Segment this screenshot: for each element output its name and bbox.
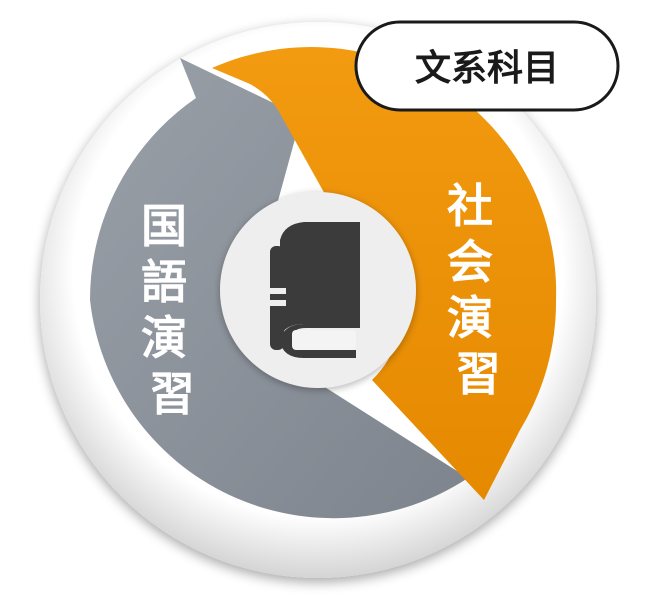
- left-label-char: 習: [149, 367, 195, 421]
- left-label-char: 語: [141, 255, 187, 309]
- badge-pill: [354, 20, 620, 112]
- left-segment-label: 国 語 演 習: [141, 199, 203, 421]
- right-label-char: 会: [447, 235, 493, 289]
- right-label-char: 演: [447, 291, 493, 345]
- left-segment: [89, 58, 468, 519]
- right-segment-label: 社 会 演 習: [447, 179, 509, 401]
- right-label-char: 習: [455, 347, 501, 401]
- right-label-char: 社: [447, 179, 493, 233]
- left-label-char: 国: [141, 199, 187, 253]
- right-segment: [212, 47, 557, 500]
- category-badge: 文系科目: [354, 20, 620, 112]
- book-icon: [268, 222, 360, 358]
- badge-label: 文系科目: [415, 48, 559, 89]
- left-label-char: 演: [141, 311, 187, 365]
